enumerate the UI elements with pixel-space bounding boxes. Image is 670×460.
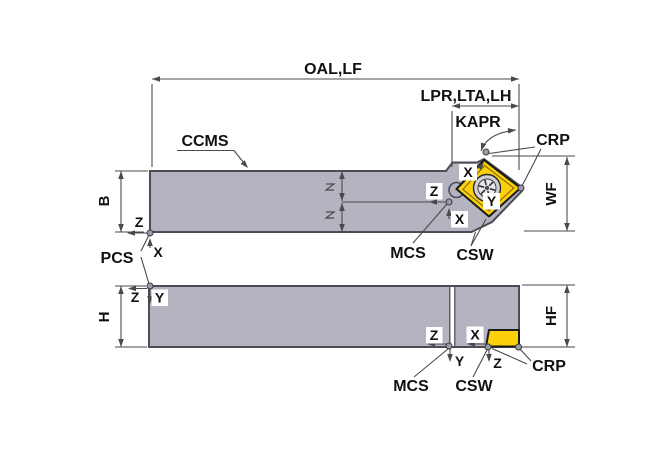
angle-kapr-label: KAPR xyxy=(455,114,501,131)
csw-x-axis-label-side: X xyxy=(470,327,480,343)
pcs-label: PCS xyxy=(101,250,134,267)
mcs-side-label: MCS xyxy=(393,378,429,395)
mcs-point-axes-side: Z Y xyxy=(426,327,465,369)
tip-axis-labels-top: X Y xyxy=(459,162,500,210)
side-view: H HF Z Y Z Y xyxy=(96,282,575,395)
label-crp-side: CRP xyxy=(491,347,566,375)
label-csw-top: CSW xyxy=(456,218,495,264)
crp-point-side-2 xyxy=(515,343,522,351)
pcs-point-top xyxy=(146,229,154,237)
side-view-tool-body xyxy=(148,285,520,348)
mcs-y-axis-label-side: Y xyxy=(455,353,465,369)
dim-wf: WF xyxy=(492,155,575,232)
pcs-z-axis-label: Z xyxy=(135,214,144,230)
dim-h-label: H xyxy=(96,312,113,323)
pcs-y-axis-label-side: Y xyxy=(155,290,165,306)
top-view: OAL,LF LPR,LTA,LH KAPR CRP CCMS xyxy=(96,61,575,285)
dim-b-label: B xyxy=(96,195,113,206)
dim-hf-label: HF xyxy=(543,306,560,326)
dim-h: H xyxy=(96,285,147,348)
dim-hf: HF xyxy=(522,284,575,348)
pcs-z-axis-label-side: Z xyxy=(131,289,140,305)
equal-mark xyxy=(324,211,336,219)
label-ccms: CCMS xyxy=(177,133,248,168)
angle-kapr: KAPR xyxy=(455,114,517,152)
csw-point-axes-side: X Z xyxy=(466,326,502,371)
top-view-insert-inner-edge xyxy=(462,164,515,212)
label-mcs-side: MCS xyxy=(393,348,449,395)
equal-mark xyxy=(324,183,336,191)
dim-b: B xyxy=(96,170,148,233)
pcs-point-side xyxy=(146,282,154,290)
mcs-point-axes-top: Z X xyxy=(426,183,468,228)
crp-side-label: CRP xyxy=(532,358,566,375)
mcs-point-side xyxy=(445,342,453,350)
pcs-point-axes-top: Z X xyxy=(127,214,163,260)
crp-point-tip xyxy=(482,148,490,156)
dim-lpr: LPR,LTA,LH xyxy=(421,88,519,167)
mcs-z-axis-label: Z xyxy=(430,183,439,199)
label-mcs-top: MCS xyxy=(390,203,448,262)
pcs-point-axes-side: Z Y xyxy=(128,285,168,306)
dim-oal-label: OAL,LF xyxy=(304,61,362,78)
pcs-x-axis-label: X xyxy=(153,244,163,260)
label-pcs: PCS xyxy=(101,234,150,285)
ccms-label: CCMS xyxy=(181,133,228,150)
csw-z-axis-label-side: Z xyxy=(493,355,502,371)
tip-x-axis-label: X xyxy=(463,164,473,180)
mcs-top-label: MCS xyxy=(390,245,426,262)
mcs-point-top xyxy=(445,198,453,206)
dim-center-offset xyxy=(324,171,446,232)
csw-top-label: CSW xyxy=(456,247,494,264)
insert-y-axis-label: Y xyxy=(487,193,497,209)
mcs-z-axis-label-side: Z xyxy=(430,327,439,343)
csw-side-label: CSW xyxy=(455,378,493,395)
side-view-insert xyxy=(485,329,520,348)
dim-wf-label: WF xyxy=(543,182,560,205)
dim-lpr-label: LPR,LTA,LH xyxy=(421,88,512,105)
mcs-x-axis-label: X xyxy=(455,211,465,227)
label-csw-side: CSW xyxy=(455,349,494,395)
crp-point-side xyxy=(517,184,525,192)
dim-oal: OAL,LF xyxy=(151,61,520,170)
csw-point-side xyxy=(484,343,492,351)
label-crp-top: CRP xyxy=(488,132,570,187)
clamp-screw-icon xyxy=(472,173,502,203)
crp-top-label: CRP xyxy=(536,132,570,149)
